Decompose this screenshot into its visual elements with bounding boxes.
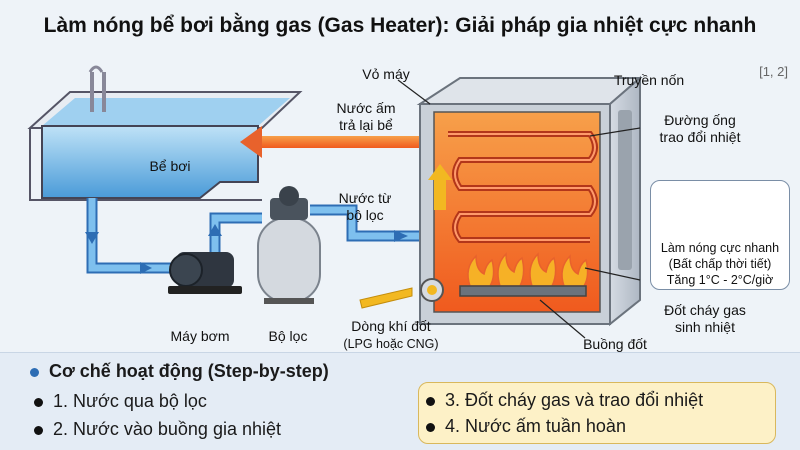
info-line-2: (Bất chấp thời tiết) xyxy=(668,257,772,271)
filter-tank xyxy=(257,186,321,304)
suction-pipe xyxy=(85,198,180,274)
exchanger-label-2: trao đổi nhiệt xyxy=(659,129,741,145)
burn-label-2: sinh nhiệt xyxy=(675,319,735,335)
bullet-icon xyxy=(426,422,435,432)
warm-return-label-2: trả lại bể xyxy=(339,117,393,133)
flow-up-arrow xyxy=(428,164,452,210)
step-4: 4. Nước ấm tuần hoàn xyxy=(426,416,626,437)
page-title: Làm nóng bể bơi bằng gas (Gas Heater): G… xyxy=(43,14,757,37)
step-3: 3. Đốt cháy gas và trao đổi nhiệt xyxy=(426,390,703,411)
gas-line-label-2: (LPG hoặc CNG) xyxy=(343,337,439,351)
info-box xyxy=(650,180,790,290)
casing-label: Vỏ máy xyxy=(362,66,410,82)
bullet-icon xyxy=(426,396,435,406)
steps-heading: Cơ chế hoạt động (Step-by-step) xyxy=(30,361,329,382)
filter-label: Bộ lọc xyxy=(268,328,308,344)
exchanger-label-1: Đường ống xyxy=(664,112,736,128)
pointer-lines xyxy=(397,79,641,339)
pump-label: Máy bơm xyxy=(170,328,230,344)
chamber-label: Buồng đốt xyxy=(583,336,647,352)
step-2-text: 2. Nước vào buồng gia nhiệt xyxy=(53,419,281,439)
pool xyxy=(27,65,303,201)
bullet-icon xyxy=(34,397,43,407)
step-3-text: 3. Đốt cháy gas và trao đổi nhiệt xyxy=(445,390,704,410)
citation: [1, 2] xyxy=(759,64,788,79)
fan-label: Truyền nốn xyxy=(613,72,685,88)
warm-return-label-1: Nước ấm xyxy=(336,100,396,116)
pump xyxy=(168,212,262,294)
step-1: 1. Nước qua bộ lọc xyxy=(34,391,207,412)
heater-diagram xyxy=(27,65,765,339)
from-filter-label-1: Nước từ xyxy=(338,190,392,206)
steps-highlight-box xyxy=(418,382,776,444)
gas-line-label-1: Dòng khí đốt xyxy=(351,318,431,334)
gas-inlet xyxy=(359,278,444,309)
burner-flames xyxy=(459,252,589,297)
burn-label-1: Đốt cháy gas xyxy=(664,302,746,318)
coil-highlight xyxy=(448,133,596,241)
step-4-text: 4. Nước ấm tuần hoàn xyxy=(445,416,626,436)
inlet-pipe xyxy=(310,204,428,242)
hot-return-arrow xyxy=(240,126,428,158)
from-filter-label-2: bộ lọc xyxy=(346,207,384,223)
pool-label: Bể bơi xyxy=(149,158,191,174)
info-line-1: Làm nóng cực nhanh xyxy=(660,241,780,255)
step-1-text: 1. Nước qua bộ lọc xyxy=(53,391,207,411)
bullet-icon xyxy=(34,425,43,435)
step-2: 2. Nước vào buồng gia nhiệt xyxy=(34,419,281,440)
steps-heading-text: Cơ chế hoạt động (Step-by-step) xyxy=(49,361,329,381)
bullet-icon xyxy=(30,367,39,377)
info-line-3: Tăng 1°C - 2°C/giờ xyxy=(666,273,774,287)
